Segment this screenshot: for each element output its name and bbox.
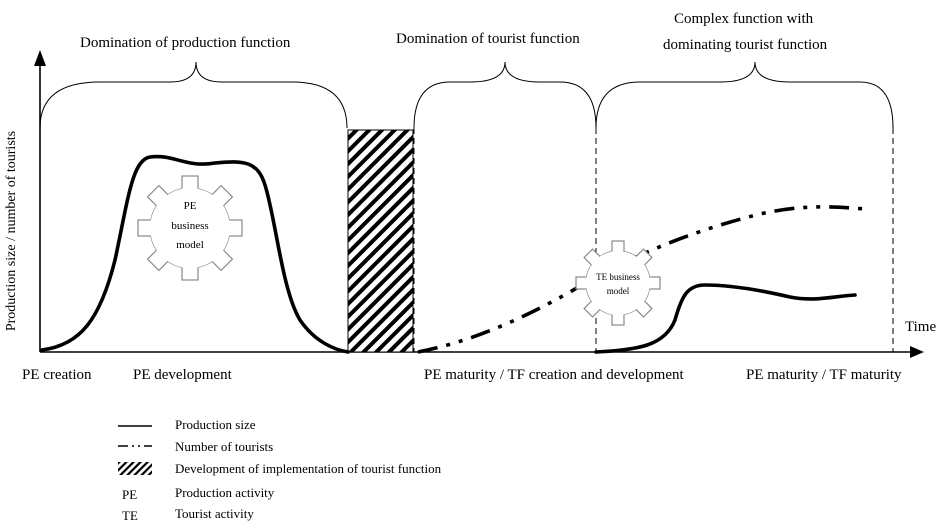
pe-gear-label-line3: model [176, 239, 204, 251]
stage-pe-maturity-tf-maturity: PE maturity / TF maturity [746, 367, 902, 383]
phase-production-label: Domination of production function [80, 35, 291, 51]
brace-complex [595, 61, 894, 129]
y-axis-label: Production size / number of tourists [4, 130, 19, 332]
brace-production [39, 61, 348, 129]
legend-pe-abbr: PE [122, 487, 138, 502]
te-gear-label-line2: model [606, 286, 630, 296]
number-of-tourists-curve [417, 205, 866, 354]
y-axis-arrow-icon [34, 50, 46, 66]
hatched-transition-block [347, 129, 414, 353]
stage-pe-creation: PE creation [22, 367, 92, 383]
legend-pe-desc: Production activity [175, 485, 275, 500]
pe-gear-label-line1: PE [183, 200, 197, 212]
phase-complex-label-line2: dominating tourist function [663, 37, 828, 53]
x-axis-label: Time [905, 319, 937, 335]
te-gear-icon [575, 240, 661, 326]
legend-development: Development of implementation of tourist… [175, 461, 442, 476]
production-size-curve-late [594, 283, 857, 354]
legend-production-size: Production size [175, 417, 256, 432]
te-gear-label-line1: TE business [596, 272, 640, 282]
legend-hatch-icon [118, 462, 152, 475]
brace-tourist [413, 61, 597, 129]
phase-tourist-label: Domination of tourist function [396, 31, 580, 47]
legend-number-of-tourists: Number of tourists [175, 439, 274, 454]
pe-gear-icon [137, 175, 243, 281]
legend-te-desc: Tourist activity [175, 506, 254, 521]
stage-pe-maturity-tf-creation: PE maturity / TF creation and developmen… [424, 367, 684, 383]
stage-pe-development: PE development [133, 367, 232, 383]
legend-te-abbr: TE [122, 508, 138, 523]
phase-complex-label-line1: Complex function with [674, 11, 814, 27]
production-size-curve-early [40, 154, 350, 354]
pe-gear-label-line2: business [171, 220, 209, 232]
x-axis-arrow-icon [910, 346, 924, 358]
